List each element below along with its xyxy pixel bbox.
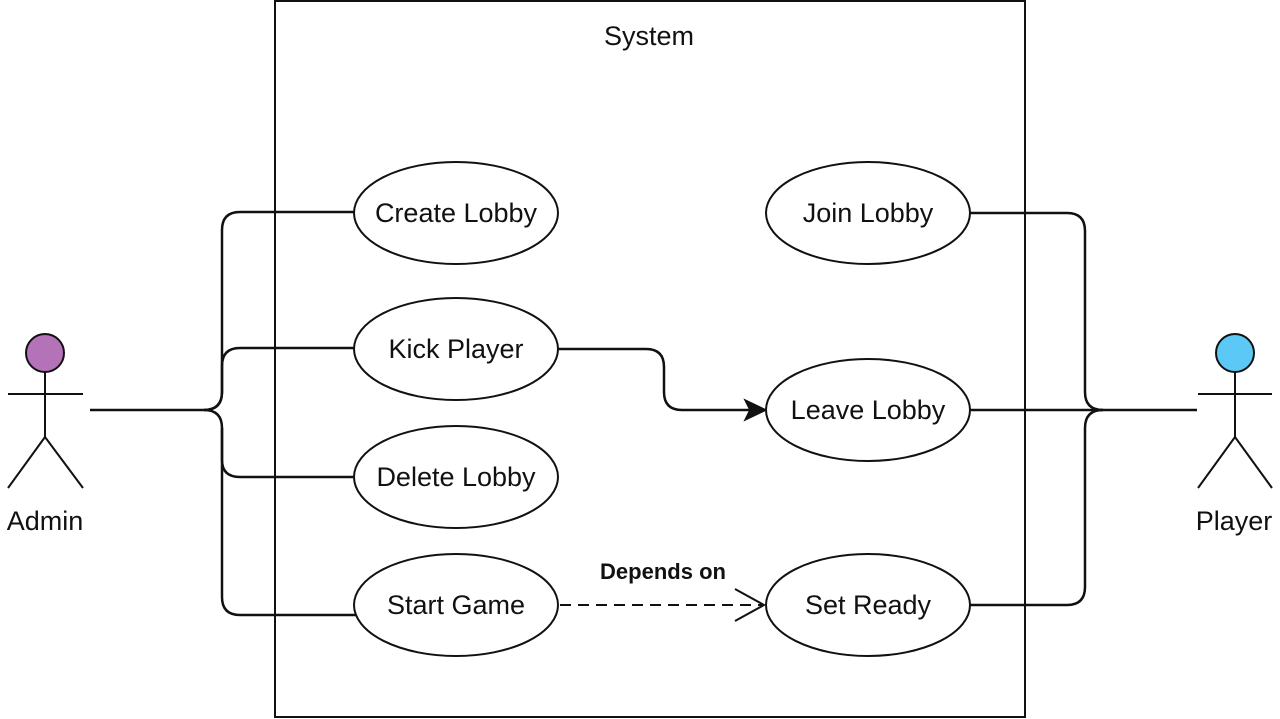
- admin-head-icon: [25, 333, 65, 373]
- player-head-icon: [1215, 333, 1255, 373]
- use-case-label: Join Lobby: [803, 198, 934, 228]
- system-boundary: [274, 0, 1026, 718]
- use-case-label: Kick Player: [388, 334, 523, 364]
- use-case-label: Start Game: [387, 590, 525, 620]
- player-connectors: [970, 211, 1197, 607]
- use-case-set-ready[interactable]: Set Ready: [765, 553, 971, 657]
- use-case-label: Leave Lobby: [791, 395, 946, 425]
- use-case-join-lobby[interactable]: Join Lobby: [765, 161, 971, 265]
- kick-to-leave-arrow: [558, 347, 768, 422]
- admin-connectors: [90, 210, 356, 617]
- system-title: System: [604, 21, 694, 51]
- actor-admin[interactable]: [7, 333, 84, 489]
- actor-player[interactable]: [1197, 333, 1273, 489]
- use-case-create-lobby[interactable]: Create Lobby: [353, 161, 559, 265]
- actor-player-label: Player: [1196, 506, 1273, 536]
- actor-admin-label: Admin: [7, 506, 84, 536]
- use-case-label: Create Lobby: [375, 198, 538, 228]
- depends-on-label: Depends on: [600, 559, 726, 584]
- use-case-label: Set Ready: [805, 590, 932, 620]
- use-case-delete-lobby[interactable]: Delete Lobby: [353, 425, 559, 529]
- depends-on-arrow: [560, 588, 767, 622]
- use-case-start-game[interactable]: Start Game: [353, 553, 559, 657]
- use-case-label: Delete Lobby: [376, 462, 536, 492]
- use-case-leave-lobby[interactable]: Leave Lobby: [765, 358, 971, 462]
- use-case-kick-player[interactable]: Kick Player: [353, 297, 559, 401]
